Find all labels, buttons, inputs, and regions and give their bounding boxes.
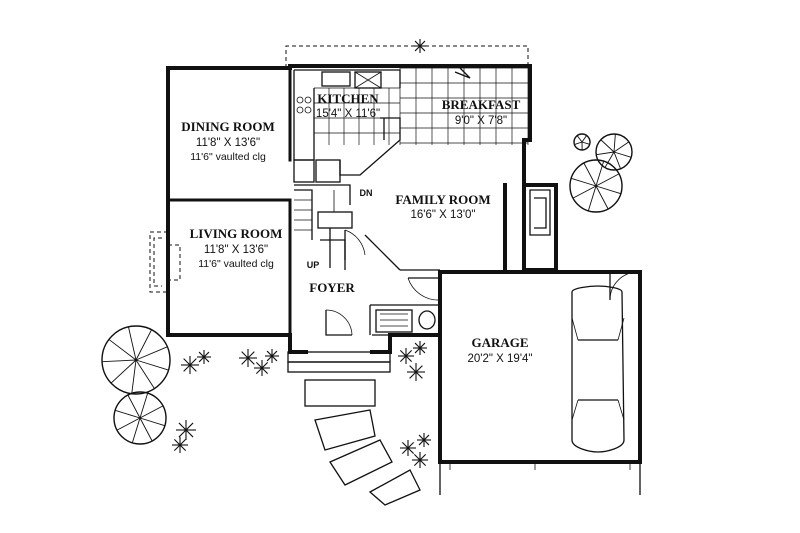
living-room-dims: 11'8" X 13'6" xyxy=(204,244,268,256)
kitchen-counters xyxy=(293,67,471,176)
shrub-icon xyxy=(181,356,199,374)
garage-name: GARAGE xyxy=(471,335,528,350)
front-walkway xyxy=(287,351,641,506)
shrub-icon xyxy=(413,39,427,53)
interior-walls xyxy=(168,64,441,337)
shrub-icon xyxy=(412,452,428,468)
shrub-icon xyxy=(172,437,188,453)
dining-room-dims: 11'8" X 13'6" xyxy=(196,137,260,149)
tree-icon xyxy=(113,391,167,445)
living-room-name: LIVING ROOM xyxy=(190,226,283,241)
breakfast-dims: 9'0" X 7'8" xyxy=(455,115,507,127)
shrub-icon xyxy=(197,350,211,364)
stair-up-label: UP xyxy=(307,260,320,270)
shrub-icon xyxy=(254,360,270,376)
tree-icon xyxy=(595,133,633,171)
shrub-icon xyxy=(265,349,279,363)
stair-down-label: DN xyxy=(360,188,373,198)
tree-icon xyxy=(569,159,623,213)
door-swings xyxy=(325,229,639,336)
garage-dims: 20'2" X 19'4" xyxy=(468,353,533,365)
dining-room-ceiling-note: 11'6" vaulted clg xyxy=(190,151,266,163)
living-room-ceiling-note: 11'6" vaulted clg xyxy=(198,258,274,270)
family-room-name: FAMILY ROOM xyxy=(395,192,490,207)
shrub-icon xyxy=(176,420,196,440)
shrub-icon xyxy=(400,440,416,456)
shrub-icon xyxy=(407,363,425,381)
tree-icon xyxy=(573,133,591,151)
tree-icon xyxy=(101,325,171,395)
bay-window xyxy=(149,231,181,293)
dining-room-name: DINING ROOM xyxy=(181,119,275,134)
landscape-trees xyxy=(101,39,633,468)
powder-room xyxy=(375,309,436,333)
kitchen-name: KITCHEN xyxy=(317,91,379,106)
exterior-walls xyxy=(166,64,642,464)
breakfast-name: BREAKFAST xyxy=(442,97,521,112)
family-room-dims: 16'6" X 13'0" xyxy=(411,209,476,221)
staircase xyxy=(293,159,353,270)
shrub-icon xyxy=(417,433,431,447)
shrub-icon xyxy=(398,348,414,364)
kitchen-dims: 15'4" X 11'6" xyxy=(316,108,380,120)
room-labels: DINING ROOM 11'8" X 13'6" 11'6" vaulted … xyxy=(181,91,532,365)
car-icon xyxy=(571,285,625,453)
fireplace xyxy=(529,189,551,236)
shrub-icon xyxy=(239,349,257,367)
rear-patio-outline xyxy=(285,45,529,68)
shrub-icon xyxy=(413,341,427,355)
foyer-name: FOYER xyxy=(309,280,355,295)
